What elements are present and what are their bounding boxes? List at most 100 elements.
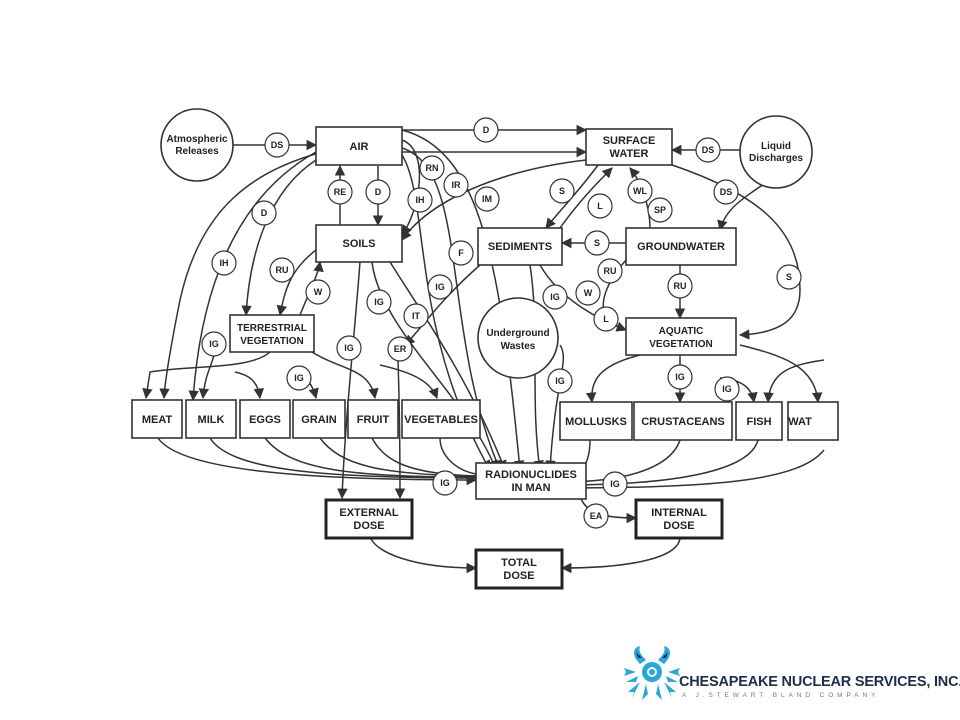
flow-tv-eggs	[234, 371, 265, 400]
liquid-discharges-line1: Liquid	[761, 141, 791, 152]
svg-text:VEGETATION: VEGETATION	[649, 339, 713, 350]
svg-text:W: W	[584, 288, 593, 298]
svg-text:VEGETABLES: VEGETABLES	[404, 414, 478, 426]
pathway-ig-tv: IG	[427, 274, 453, 300]
pathway-im: IM	[474, 186, 500, 212]
source-atmospheric-releases: Atmospheric Releases	[160, 108, 234, 182]
pathway-s-gw: S	[584, 230, 610, 256]
underground-wastes-line1: Underground	[486, 328, 549, 339]
svg-text:IG: IG	[610, 479, 620, 489]
flow-sed-sw	[559, 167, 613, 229]
pathway-ru-aq: RU	[667, 273, 693, 299]
svg-text:IG: IG	[550, 292, 560, 302]
flow-air-rn	[401, 139, 421, 236]
pathway-ea: EA	[583, 503, 609, 529]
svg-text:F: F	[458, 248, 464, 258]
svg-text:RU: RU	[604, 266, 617, 276]
svg-text:IG: IG	[294, 373, 304, 383]
node-sediments: SEDIMENTS	[477, 227, 563, 266]
node-meat: MEAT	[131, 399, 183, 439]
svg-text:CRUSTACEANS: CRUSTACEANS	[641, 416, 725, 428]
svg-text:FRUIT: FRUIT	[357, 414, 390, 426]
svg-text:L: L	[597, 201, 603, 211]
svg-text:AIR: AIR	[350, 141, 369, 153]
node-fish: FISH	[735, 401, 783, 441]
pathway-f: F	[448, 240, 474, 266]
flow-tv-fruit	[311, 351, 379, 400]
svg-text:DS: DS	[702, 145, 715, 155]
crab-logo-icon	[624, 646, 680, 700]
company-logo: CHESAPEAKE NUCLEAR SERVICES, INC. A J.ST…	[622, 640, 960, 706]
svg-text:RU: RU	[276, 265, 289, 275]
svg-text:MOLLUSKS: MOLLUSKS	[565, 416, 627, 428]
svg-text:TOTAL: TOTAL	[501, 557, 537, 569]
pathway-sp: SP	[647, 197, 673, 223]
node-fruit: FRUIT	[347, 399, 399, 439]
svg-text:SOILS: SOILS	[342, 238, 375, 250]
node-water: WAT	[787, 401, 839, 441]
pathway-ih-left: IH	[211, 250, 237, 276]
svg-text:S: S	[594, 238, 600, 248]
svg-text:RN: RN	[426, 163, 439, 173]
node-milk: MILK	[185, 399, 237, 439]
atmospheric-releases-line1: Atmospheric	[166, 134, 228, 145]
source-underground-wastes: Underground Wastes	[477, 297, 559, 379]
svg-text:IG: IG	[675, 372, 685, 382]
pathway-ig-soil: IG	[366, 289, 392, 315]
node-groundwater: GROUNDWATER	[625, 227, 737, 266]
flow-soil-ext	[337, 261, 361, 500]
svg-text:IG: IG	[344, 343, 354, 353]
pathway-ds-liq: DS	[695, 137, 721, 163]
pathway-s-sed: S	[549, 178, 575, 204]
pathway-wl: WL	[627, 178, 653, 204]
svg-text:W: W	[314, 287, 323, 297]
pathway-w-soil: W	[305, 279, 331, 305]
svg-text:DOSE: DOSE	[663, 520, 694, 532]
pathway-rn: RN	[419, 155, 445, 181]
svg-text:MEAT: MEAT	[142, 414, 173, 426]
svg-text:EXTERNAL: EXTERNAL	[339, 507, 399, 519]
node-external-dose: EXTERNAL DOSE	[324, 498, 414, 540]
svg-text:IH: IH	[416, 195, 425, 205]
pathway-d-left: D	[251, 200, 277, 226]
pathway-labels: DS D DS DS RE D RN IR IH IM S L WL SP D …	[201, 117, 802, 529]
svg-text:RU: RU	[674, 281, 687, 291]
flow-veg-man	[439, 437, 477, 475]
company-tagline: A J.STEWART BLAND COMPANY	[682, 692, 880, 699]
svg-text:EA: EA	[590, 511, 603, 521]
svg-text:FISH: FISH	[746, 416, 771, 428]
svg-text:IG: IG	[555, 376, 565, 386]
pathway-ih-mid: IH	[407, 187, 433, 213]
svg-text:WL: WL	[633, 186, 647, 196]
svg-text:EGGS: EGGS	[249, 414, 281, 426]
flow-tv-foods	[142, 351, 271, 400]
svg-text:GROUNDWATER: GROUNDWATER	[637, 241, 725, 253]
pathway-ir: IR	[443, 172, 469, 198]
node-radionuclides-in-man: RADIONUCLIDES IN MAN	[475, 462, 587, 500]
flow-soil-man-1	[371, 261, 498, 471]
node-vegetables: VEGETABLES	[401, 399, 481, 439]
node-eggs: EGGS	[239, 399, 291, 439]
pathway-ru-tv: RU	[269, 257, 295, 283]
svg-text:IM: IM	[482, 194, 492, 204]
flow-water-man	[561, 449, 825, 489]
pathway-ds-gw: DS	[713, 179, 739, 205]
svg-text:SP: SP	[654, 205, 666, 215]
liquid-discharges-line2: Discharges	[749, 153, 803, 164]
svg-text:WAT: WAT	[788, 416, 812, 428]
flow-sed-er	[404, 264, 481, 346]
pathway-ig-veg: IG	[286, 365, 312, 391]
pathway-ig-man-right: IG	[602, 471, 628, 497]
underground-wastes-line2: Wastes	[501, 341, 536, 352]
pathway-er: ER	[387, 336, 413, 362]
svg-text:DOSE: DOSE	[503, 570, 534, 582]
svg-text:DOSE: DOSE	[353, 520, 384, 532]
node-mollusks: MOLLUSKS	[559, 401, 633, 441]
pathway-ig-mid: IG	[336, 335, 362, 361]
pathway-re: RE	[327, 179, 353, 205]
svg-text:D: D	[261, 208, 268, 218]
pathway-l-sw: L	[587, 193, 613, 219]
flow-foods-man	[157, 437, 478, 486]
pathway-d-soil: D	[365, 179, 391, 205]
